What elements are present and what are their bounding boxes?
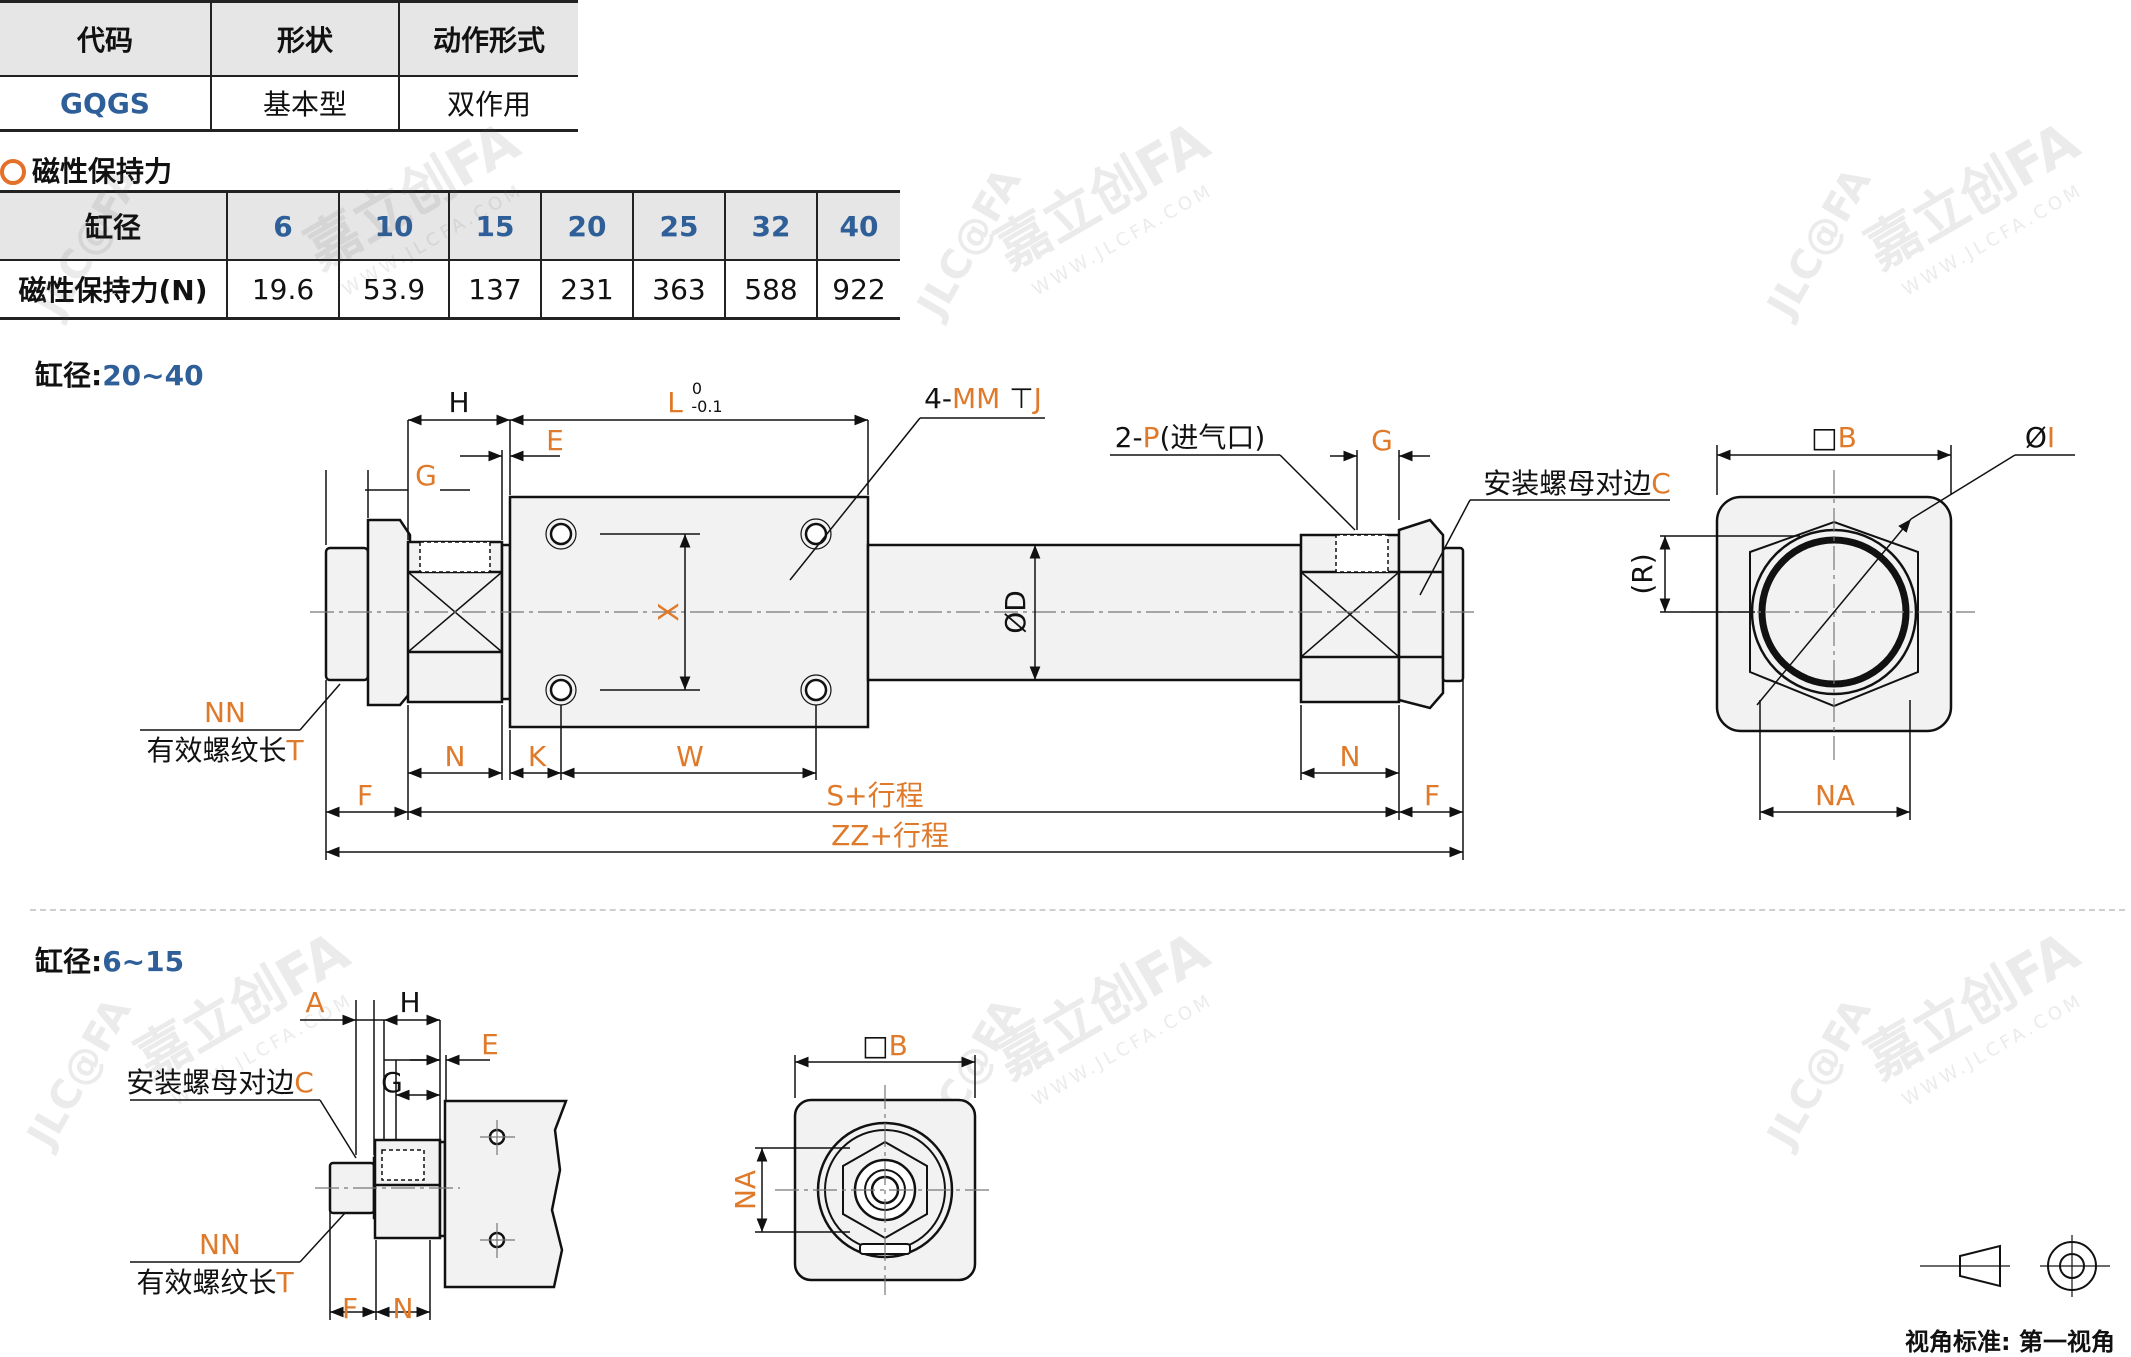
dim-l-label: L [667,386,683,419]
bore-cell: 15 [448,191,541,261]
force-label: 磁性保持力(N) [18,274,208,307]
section-title-20-40: 缸径:20~40 [35,354,204,394]
dim-x-label: X [652,602,685,621]
dim-n-right-label: N [1340,740,1361,773]
bore-cell: 25 [632,191,725,261]
cylinder-end-view: □B ØI (R) NA [1626,421,2075,820]
magnet-force-table: 缸径 6 10 15 20 25 32 40 磁性保持力(N) 19.6 53.… [0,190,900,320]
dim-n-label-small: N [393,1292,414,1325]
dim-a-label: A [305,986,324,1019]
small-dimension-lines [130,1000,490,1320]
small-dimension-labels: A H E G 安装螺母对边C NN 有效螺纹长T F N [126,986,499,1325]
section-divider [30,909,2125,911]
watermark-logo: JLC@FA [1757,160,1880,327]
force-cell: 363 [632,260,725,319]
force-cell: 231 [540,260,633,319]
right-nut [1397,518,1445,710]
code-value: GQGS [60,86,150,120]
force-cell: 922 [816,260,900,319]
magnet-heading-text: 磁性保持力 [32,155,173,188]
dim-r-label: (R) [1626,553,1659,594]
view-standard-label: 视角标准: 第一视角 [1905,1328,2115,1356]
bore-cell: 6 [226,191,339,261]
thread-label: 有效螺纹长T [146,734,304,767]
small-cylinder-body [443,1099,568,1289]
dim-b-label: □B [1811,421,1857,454]
dim-na-label: NA [1815,779,1855,812]
header-code: 代码 [0,1,211,77]
force-cell: 53.9 [338,260,449,319]
watermark-logo: JLC@FA [27,160,150,327]
left-thread-stub [324,546,370,682]
dim-b-label-small: □B [862,1029,908,1062]
right-thread-stub [1441,546,1465,683]
small-end-view: □B NA [729,1029,990,1295]
dim-l-tol-upper: 0 [692,379,702,398]
projection-symbol-icon [1920,1235,2110,1297]
dim-e-label-small: E [481,1028,499,1061]
spec-table: 代码 形状 动作形式 GQGS 基本型 双作用 [0,0,578,132]
dim-na-label-small: NA [729,1170,762,1210]
circle-bullet-icon [0,159,26,185]
section-value: 20~40 [102,359,204,392]
dim-l-tol-lower: -0.1 [691,397,722,416]
watermark-logo: JLC@FA [1757,990,1880,1157]
nn-label-small: NN [199,1228,241,1261]
dim-zz-label: ZZ+行程 [831,819,949,852]
dim-g-right-label: G [1371,424,1393,457]
section-prefix: 缸径: [35,359,103,392]
dimension-lines [140,414,1670,860]
force-cell: 588 [724,260,817,319]
dim-i-label: ØI [2025,421,2055,454]
dim-n-label: N [445,740,466,773]
bore-cell: 40 [816,191,900,261]
nut-label-small: 安装螺母对边C [126,1066,314,1099]
bore-cell: 20 [540,191,633,261]
dim-g-label-small: G [381,1066,403,1099]
dim-s-label: S+行程 [826,779,923,812]
dim-h-label-small: H [399,986,420,1019]
section-title-6-15: 缸径:6~15 [35,940,184,980]
dim-w-label: W [676,740,704,773]
magnet-heading: 磁性保持力 [0,150,172,190]
mm-label: 4-MM ⊤J [924,382,1042,415]
nut-label: 安装螺母对边C [1483,467,1671,500]
dim-f-label: F [357,779,373,812]
bore-label: 缸径 [0,191,227,261]
small-cylinder-side-view [328,1099,568,1289]
dim-d-label: ØD [999,590,1032,634]
dim-k-label: K [528,740,547,773]
section-value: 6~15 [102,945,185,978]
thread-label-small: 有效螺纹长T [136,1266,294,1299]
bore-cell: 10 [338,191,449,261]
port-label: 2-P(进气口) [1115,421,1266,454]
header-shape: 形状 [210,1,399,77]
shape-value: 基本型 [210,76,399,131]
dimension-labels: H L 0 -0.1 E G G X ØD N K W N F F S+行程 Z… [146,379,1670,852]
watermark-logo: JLC@FA [17,990,140,1157]
nn-label: NN [204,696,246,729]
section-prefix: 缸径: [35,945,103,978]
header-action: 动作形式 [398,1,578,77]
dim-g-label: G [415,459,437,492]
force-cell: 137 [448,260,541,319]
force-cell: 19.6 [226,260,339,319]
dim-f-right-label: F [1424,779,1440,812]
dim-h-label: H [448,386,469,419]
dim-f-label-small: F [342,1292,358,1325]
bore-cell: 32 [724,191,817,261]
action-value: 双作用 [398,76,578,131]
dim-e-label: E [546,424,564,457]
